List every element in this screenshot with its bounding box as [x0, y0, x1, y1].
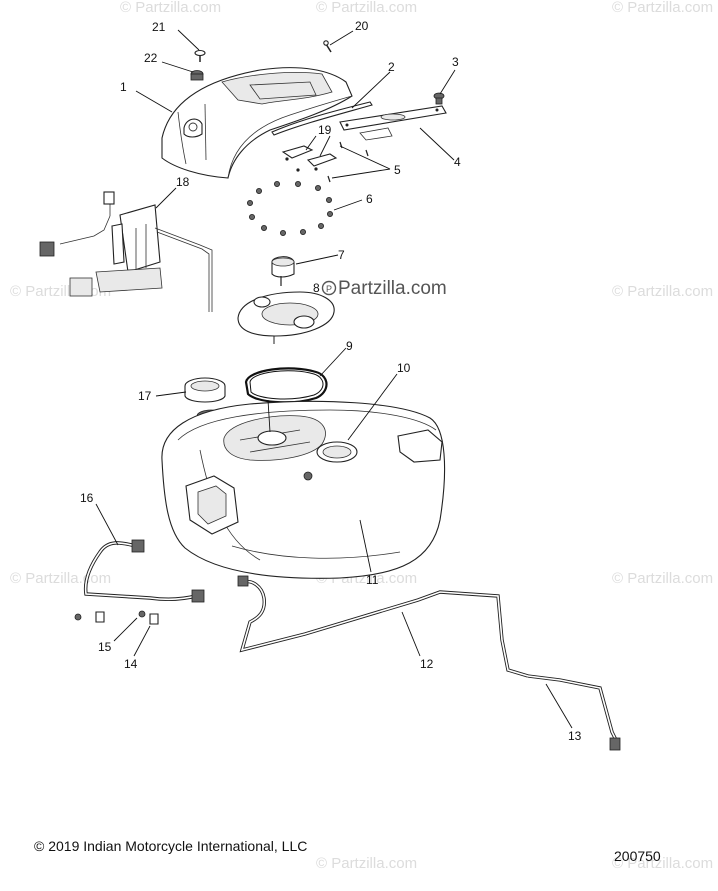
callout-9: 9 — [346, 339, 353, 353]
part-7-fuel-sender — [271, 256, 295, 286]
part-5-screws — [327, 141, 369, 183]
callout-20: 20 — [355, 19, 369, 33]
callout-8: 8 — [313, 281, 320, 295]
callout-19: 19 — [318, 123, 332, 137]
part-2-trim-strip — [271, 101, 373, 136]
callout-13: 13 — [568, 729, 582, 743]
watermark: © Partzilla.com — [612, 283, 713, 300]
part-14-clamp — [138, 610, 159, 625]
diagram-number: 200750 — [614, 848, 661, 864]
watermark: © Partzilla.com — [120, 0, 221, 16]
callout-5: 5 — [394, 163, 401, 177]
callout-16: 16 — [80, 491, 94, 505]
watermark-group: © Partzilla.com © Partzilla.com © Partzi… — [10, 0, 713, 872]
watermark: © Partzilla.com — [10, 283, 111, 300]
callout-3: 3 — [452, 55, 459, 69]
callout-labels: 21 20 22 1 2 3 19 4 5 18 6 7 8 9 10 17 1… — [80, 19, 582, 743]
part-18-fuel-pump — [39, 191, 213, 312]
part-15-clamp — [74, 611, 105, 623]
partzilla-logo: P Partzilla.com — [321, 278, 447, 299]
callout-22: 22 — [144, 51, 158, 65]
part-16-fuel-hose — [83, 539, 205, 603]
callout-4: 4 — [454, 155, 461, 169]
part-13-vent-hose — [527, 674, 621, 751]
callout-2: 2 — [388, 60, 395, 74]
part-11-fuel-tank — [161, 400, 446, 579]
leader-lines — [95, 29, 573, 729]
part-9-gasket — [244, 367, 328, 404]
copyright-text: © 2019 Indian Motorcycle International, … — [34, 838, 308, 854]
watermark: © Partzilla.com — [612, 0, 713, 16]
part-6-nuts-ring — [246, 180, 333, 236]
watermark: © Partzilla.com — [612, 855, 713, 872]
callout-12: 12 — [420, 657, 434, 671]
part-12-vent-line — [237, 575, 529, 678]
part-8-pump-flange — [237, 291, 335, 344]
partzilla-logo-text: Partzilla.com — [338, 278, 447, 299]
watermark: © Partzilla.com — [10, 570, 111, 587]
callout-17: 17 — [138, 389, 152, 403]
part-22-grommet — [190, 70, 204, 81]
part-4-bracket-plate — [339, 105, 447, 141]
svg-text:P: P — [326, 284, 332, 294]
callout-1: 1 — [120, 80, 127, 94]
watermark: © Partzilla.com — [612, 570, 713, 587]
callout-18: 18 — [176, 175, 190, 189]
part-21-screw — [194, 49, 206, 62]
part-20-screw — [323, 40, 332, 53]
watermark: © Partzilla.com — [316, 0, 417, 16]
part-19-clips — [281, 145, 338, 172]
callout-14: 14 — [124, 657, 138, 671]
callout-6: 6 — [366, 192, 373, 206]
watermark: © Partzilla.com — [316, 855, 417, 872]
callout-15: 15 — [98, 640, 112, 654]
callout-7: 7 — [338, 248, 345, 262]
part-3-bolt — [433, 92, 445, 105]
callout-21: 21 — [152, 20, 166, 34]
callout-11: 11 — [366, 573, 379, 587]
callout-10: 10 — [397, 361, 411, 375]
part-1-tank-console — [161, 67, 353, 179]
